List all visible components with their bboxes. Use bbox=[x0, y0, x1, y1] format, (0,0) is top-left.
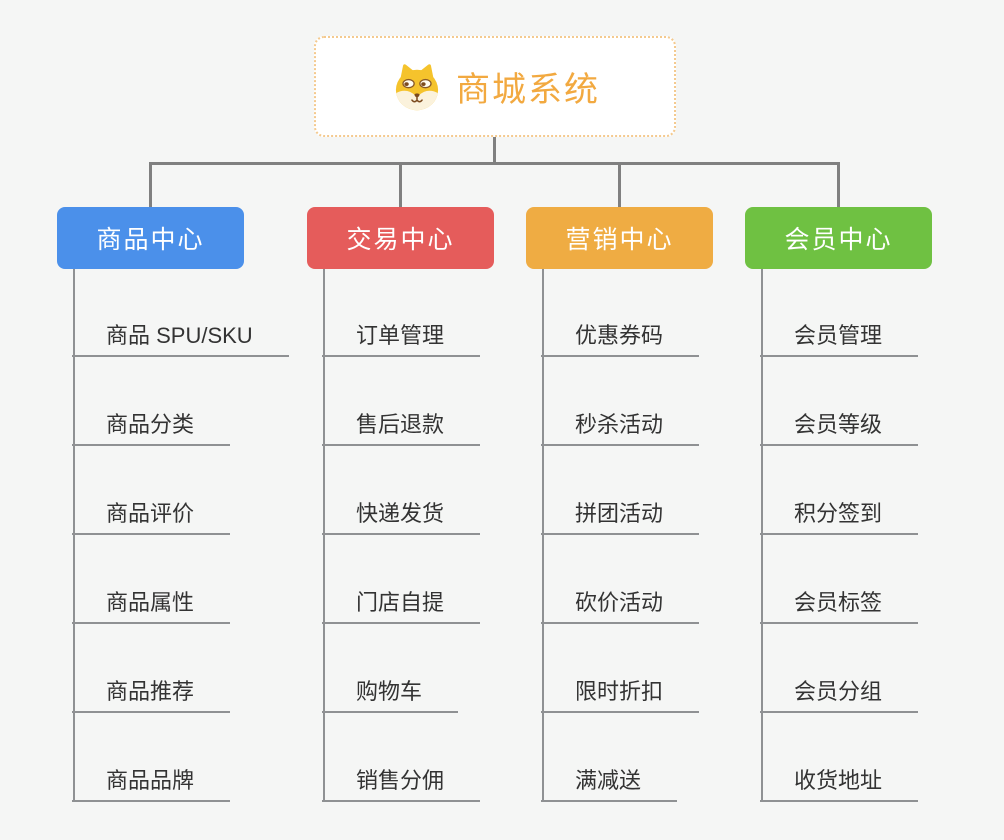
child-topic[interactable]: 商品品牌 bbox=[72, 764, 231, 802]
branch-node-marketing[interactable]: 营销中心 bbox=[526, 207, 713, 269]
child-topic[interactable]: 积分签到 bbox=[760, 497, 919, 535]
child-topic[interactable]: 商品属性 bbox=[72, 586, 231, 624]
child-topic[interactable]: 商品推荐 bbox=[72, 675, 231, 713]
child-topic[interactable]: 商品分类 bbox=[72, 408, 231, 446]
branch-column-line bbox=[542, 269, 544, 802]
child-topic[interactable]: 商品评价 bbox=[72, 497, 231, 535]
child-topic[interactable]: 门店自提 bbox=[322, 586, 481, 624]
child-topic[interactable]: 砍价活动 bbox=[541, 586, 700, 624]
branch-column-line bbox=[323, 269, 325, 802]
child-topic[interactable]: 优惠券码 bbox=[541, 319, 700, 357]
branch-column-line bbox=[73, 269, 75, 802]
child-topic[interactable]: 会员标签 bbox=[760, 586, 919, 624]
child-topic[interactable]: 会员分组 bbox=[760, 675, 919, 713]
branch-connector-drop bbox=[618, 162, 621, 207]
branch-node-trade[interactable]: 交易中心 bbox=[307, 207, 494, 269]
child-topic[interactable]: 秒杀活动 bbox=[541, 408, 700, 446]
root-title: 商城系统 bbox=[456, 71, 600, 109]
child-topic[interactable]: 商品 SPU/SKU bbox=[72, 319, 289, 357]
branch-connector-drop bbox=[399, 162, 402, 207]
branch-node-member[interactable]: 会员中心 bbox=[745, 207, 932, 269]
dog-icon bbox=[395, 63, 439, 110]
child-topic[interactable]: 限时折扣 bbox=[541, 675, 700, 713]
root-connector-vertical bbox=[493, 137, 496, 162]
child-topic[interactable]: 快递发货 bbox=[322, 497, 481, 535]
child-topic[interactable]: 满减送 bbox=[541, 764, 678, 802]
child-topic[interactable]: 订单管理 bbox=[322, 319, 481, 357]
root-node[interactable]: 商城系统 bbox=[314, 36, 676, 137]
child-topic[interactable]: 购物车 bbox=[322, 675, 459, 713]
child-topic[interactable]: 会员管理 bbox=[760, 319, 919, 357]
child-topic[interactable]: 售后退款 bbox=[322, 408, 481, 446]
root-connector-horizontal bbox=[149, 162, 840, 165]
branch-connector-drop bbox=[149, 162, 152, 207]
branch-connector-drop bbox=[837, 162, 840, 207]
child-topic[interactable]: 会员等级 bbox=[760, 408, 919, 446]
branch-column-line bbox=[761, 269, 763, 802]
child-topic[interactable]: 收货地址 bbox=[760, 764, 919, 802]
child-topic[interactable]: 拼团活动 bbox=[541, 497, 700, 535]
branch-node-product[interactable]: 商品中心 bbox=[57, 207, 244, 269]
child-topic[interactable]: 销售分佣 bbox=[322, 764, 481, 802]
